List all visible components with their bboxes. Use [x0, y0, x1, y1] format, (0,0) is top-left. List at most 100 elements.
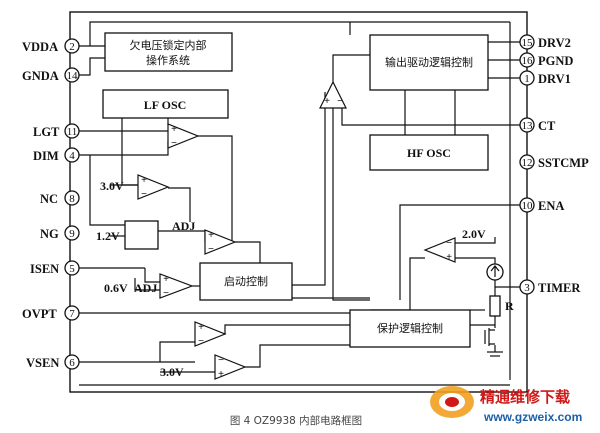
pin-number: 7	[69, 308, 75, 320]
hf-osc-block: HF OSC	[369, 134, 489, 171]
svg-text:+: +	[163, 274, 169, 285]
protect-block: 保护逻辑控制	[349, 309, 471, 348]
pin-number: 14	[67, 70, 79, 82]
hf-osc-label: HF OSC	[407, 146, 451, 160]
comparator-timer: − +	[423, 237, 456, 263]
watermark-logo-icon	[430, 386, 474, 418]
startup-block: 启动控制	[199, 262, 293, 301]
pin-label: DRV1	[538, 72, 571, 86]
svg-text:+: +	[171, 124, 177, 135]
label-2-0v: 2.0V	[462, 227, 486, 241]
svg-text:+: +	[324, 96, 330, 107]
pin-label: ENA	[538, 199, 564, 213]
svg-text:+: +	[208, 230, 214, 241]
output-logic-label: 输出驱动逻辑控制	[385, 55, 473, 69]
label-3-0v-top: 3.0V	[100, 179, 124, 193]
protect-label: 保护逻辑控制	[377, 321, 443, 335]
label-3-0v-bottom: 3.0V	[160, 365, 184, 379]
pin-number: 1	[524, 73, 530, 85]
pin-timer: 3 TIMER	[519, 279, 581, 295]
pin-pgnd: 16 PGND	[519, 52, 573, 68]
pin-number: 3	[524, 282, 530, 294]
svg-text:+: +	[198, 322, 204, 333]
label-adj-bottom: ADJ	[134, 281, 157, 295]
pin-vdda: 2 VDDA	[22, 38, 80, 54]
uvlo-label-line2: 操作系统	[146, 53, 190, 67]
svg-text:−: −	[163, 288, 169, 299]
pin-label: VSEN	[26, 356, 59, 370]
pin-number: 13	[522, 120, 534, 132]
watermark: 精通维修下载 www.gzweix.com	[430, 386, 582, 424]
svg-text:+: +	[218, 369, 224, 380]
pin-label: LGT	[33, 125, 60, 139]
pin-sstcmp: 12 SSTCMP	[519, 154, 589, 170]
mosfet-switch-icon	[484, 328, 495, 346]
svg-text:−: −	[446, 238, 452, 249]
svg-text:−: −	[337, 96, 343, 107]
lf-osc-block: LF OSC	[102, 89, 229, 119]
pin-number: 2	[69, 41, 75, 53]
comparator-vsen-lower: − +	[214, 354, 247, 380]
pin-label: TIMER	[538, 281, 581, 295]
pin-label: VDDA	[22, 40, 58, 54]
pin-label: GNDA	[22, 69, 59, 83]
pin-nc: 8 NC	[40, 190, 80, 206]
pin-label: DIM	[33, 149, 59, 163]
comparator-dim: + −	[137, 174, 170, 200]
uvlo-block: 欠电压锁定内部 操作系统	[104, 32, 233, 72]
pin-number: 11	[67, 126, 78, 138]
label-adj-top: ADJ	[172, 219, 195, 233]
pin-number: 15	[522, 37, 534, 49]
svg-text:−: −	[171, 138, 177, 149]
pin-label: SSTCMP	[538, 156, 589, 170]
resistor: R	[489, 295, 514, 317]
pin-drv1: 1 DRV1	[519, 70, 571, 86]
pin-number: 6	[69, 357, 75, 369]
pin-drv2: 15 DRV2	[519, 34, 571, 50]
svg-text:−: −	[198, 336, 204, 347]
startup-label: 启动控制	[224, 274, 268, 288]
svg-text:+: +	[446, 252, 452, 263]
pin-lgt: 11 LGT	[33, 123, 80, 139]
pin-number: 16	[522, 55, 534, 67]
pin-gnda: 14 GNDA	[22, 67, 80, 83]
pin-dim: 4 DIM	[33, 147, 80, 163]
svg-text:−: −	[208, 244, 214, 255]
pin-vsen: 6 VSEN	[26, 354, 80, 370]
pin-isen: 5 ISEN	[30, 260, 80, 276]
pin-number: 12	[522, 157, 533, 169]
pin-number: 10	[522, 200, 534, 212]
watermark-title: 精通维修下载	[480, 388, 570, 406]
pin-number: 4	[69, 150, 75, 162]
pin-label: NG	[40, 227, 59, 241]
output-logic-block: 输出驱动逻辑控制	[369, 34, 489, 91]
uvlo-label-line1: 欠电压锁定内部	[130, 38, 207, 52]
pin-ng: 9 NG	[40, 225, 80, 241]
pin-number: 5	[69, 263, 75, 275]
pin-label: OVPT	[22, 307, 57, 321]
resistor-label: R	[505, 299, 514, 313]
pin-label: NC	[40, 192, 58, 206]
amplifier-isen: + −	[159, 273, 194, 299]
comparator-output: + −	[319, 80, 347, 109]
pin-label: DRV2	[538, 36, 571, 50]
svg-text:+: +	[141, 175, 147, 186]
watermark-url: www.gzweix.com	[483, 410, 582, 424]
svg-text:−: −	[218, 355, 224, 366]
amplifier-adj: + −	[204, 229, 237, 255]
label-0-6v: 0.6V	[104, 281, 128, 295]
pin-ovpt: 7 OVPT	[22, 305, 80, 321]
pin-ct: 13 CT	[519, 117, 556, 133]
svg-text:−: −	[141, 189, 147, 200]
pin-label: CT	[538, 119, 556, 133]
comparator-lgt: + −	[167, 123, 200, 149]
pin-ena: 10 ENA	[519, 197, 564, 213]
pin-label: ISEN	[30, 262, 59, 276]
lf-osc-label: LF OSC	[144, 98, 187, 112]
wires	[79, 21, 520, 386]
pin-label: PGND	[538, 54, 573, 68]
figure-caption: 图 4 OZ9938 内部电路框图	[230, 414, 362, 427]
pin-number: 9	[69, 228, 75, 240]
comparator-vsen-upper: + −	[194, 321, 227, 347]
